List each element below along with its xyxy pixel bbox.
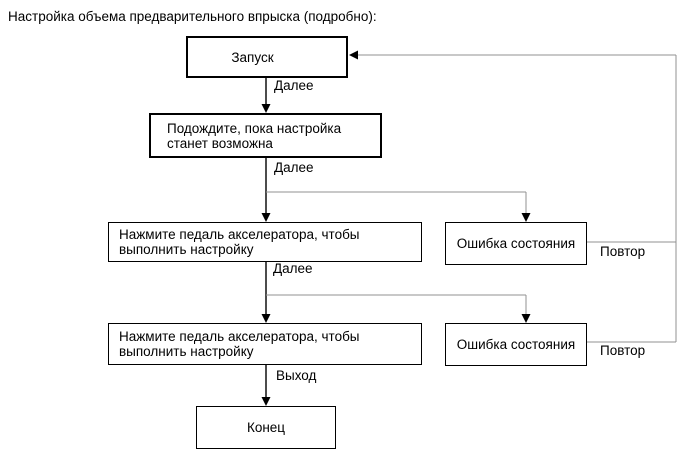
diagram-title: Настройка объема предварительного впрыск…: [8, 9, 377, 24]
node-wait-until-possible: Подождите, пока настройка станет возможн…: [149, 113, 382, 158]
arrowhead-into-error2: [521, 314, 531, 323]
arrowhead-into-end: [261, 397, 271, 406]
arrowhead-into-press1: [261, 213, 271, 222]
edge-label-next-1: Далее: [274, 78, 314, 93]
edge-label-next-3: Далее: [273, 261, 313, 276]
node-start: Запуск: [186, 36, 348, 78]
arrowhead-into-start: [349, 50, 358, 60]
arrowhead-into-wait: [261, 104, 271, 113]
edge-label-retry-2: Повтор: [600, 343, 646, 358]
arrowhead-into-press2: [261, 314, 271, 323]
node-press-accelerator-2: Нажмите педаль акселератора, чтобы выпол…: [108, 323, 422, 365]
node-press-accelerator-1: Нажмите педаль акселератора, чтобы выпол…: [108, 222, 422, 262]
node-label-line: Нажмите педаль акселератора, чтобы: [119, 329, 360, 344]
node-end: Конец: [196, 406, 336, 449]
node-status-error-2: Ошибка состояния: [445, 323, 587, 366]
node-status-error-1: Ошибка состояния: [445, 222, 587, 265]
node-label: Ошибка состояния: [456, 337, 576, 352]
node-label-line: Нажмите педаль акселератора, чтобы: [119, 227, 360, 242]
node-label-line: выполнить настройку: [119, 242, 254, 257]
node-label: Ошибка состояния: [456, 236, 576, 251]
edge-label-exit: Выход: [276, 368, 317, 383]
node-label: Запуск: [231, 49, 274, 65]
edge-label-retry-1: Повтор: [600, 244, 646, 259]
node-label-line: Подождите, пока настройка: [167, 120, 342, 136]
node-label-line: станет возможна: [167, 135, 273, 151]
node-label-line: выполнить настройку: [119, 344, 254, 359]
edge-label-next-2: Далее: [274, 160, 314, 175]
node-label: Конец: [246, 420, 286, 435]
arrowhead-into-error1: [521, 213, 531, 222]
